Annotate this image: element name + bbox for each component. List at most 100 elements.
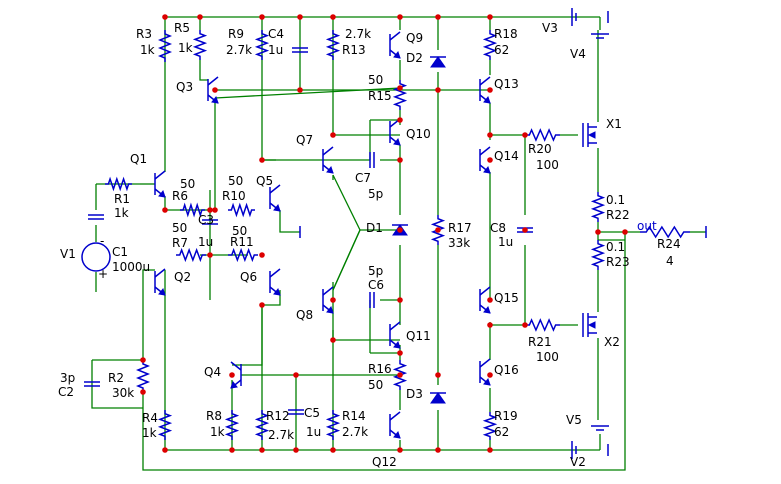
R13-ref: R13 bbox=[342, 43, 366, 57]
R2-symbol bbox=[135, 360, 151, 392]
wire bbox=[232, 305, 263, 366]
R8-symbol bbox=[224, 410, 240, 440]
C4-value: 1u bbox=[268, 43, 283, 57]
R9-symbol bbox=[254, 30, 270, 60]
D3-ref: D3 bbox=[406, 387, 423, 401]
Q10-ref: Q10 bbox=[406, 127, 431, 141]
junction-dot bbox=[207, 252, 213, 258]
Q16-symbol-arrow bbox=[483, 377, 491, 386]
C6-value: 5p bbox=[368, 264, 383, 278]
R21-ref: R21 bbox=[528, 335, 552, 349]
Q1-ref: Q1 bbox=[130, 152, 147, 166]
junction-dot bbox=[435, 447, 441, 453]
D1-ref: D1 bbox=[366, 221, 383, 235]
Q16-symbol-lead bbox=[479, 358, 491, 368]
R24-ref: R24 bbox=[657, 237, 681, 251]
Q15-symbol-arrow bbox=[483, 305, 491, 314]
V2-symbol bbox=[571, 441, 577, 459]
Q12-ref: Q12 bbox=[372, 455, 397, 469]
R22-symbol bbox=[590, 192, 606, 222]
R5-symbol bbox=[192, 30, 208, 60]
Q8-ref: Q8 bbox=[296, 308, 313, 322]
Q6-symbol-arrow bbox=[273, 287, 281, 296]
Q7-symbol bbox=[322, 146, 334, 174]
Q16-symbol bbox=[479, 358, 491, 386]
R22-ref: R22 bbox=[606, 208, 630, 222]
Q3-symbol-lead bbox=[207, 76, 219, 86]
junction-dot bbox=[487, 132, 493, 138]
C5-value: 1u bbox=[306, 425, 321, 439]
R9-ref: R9 bbox=[228, 27, 244, 41]
Q4-symbol-arrow bbox=[230, 380, 238, 389]
junction-dot bbox=[397, 372, 403, 378]
junction-dot bbox=[487, 372, 493, 378]
Q10-symbol-arrow bbox=[393, 137, 401, 146]
R1-symbol bbox=[105, 176, 132, 192]
C1-ref: C1 bbox=[112, 245, 128, 259]
C7-value: 5p bbox=[368, 187, 383, 201]
V3-ref: V3 bbox=[542, 21, 558, 35]
V4-symbol bbox=[591, 33, 609, 39]
R18-value: 62 bbox=[494, 43, 509, 57]
wire bbox=[332, 174, 361, 291]
R6-ref: R6 bbox=[172, 189, 188, 203]
R2-ref: R2 bbox=[108, 371, 124, 385]
D2-symbol bbox=[430, 56, 446, 68]
Q11-symbol-lead bbox=[389, 321, 401, 331]
Q1-symbol-lead bbox=[154, 170, 166, 180]
junction-dot bbox=[229, 447, 235, 453]
Q1-symbol-arrow bbox=[158, 189, 166, 198]
C3-ref: C3 bbox=[198, 213, 214, 227]
R21-value: 100 bbox=[536, 350, 559, 364]
R17-value: 33k bbox=[448, 236, 470, 250]
Q6-symbol-lead bbox=[269, 268, 281, 278]
R24-value: 4 bbox=[666, 254, 674, 268]
junction-dot bbox=[140, 389, 146, 395]
R15-symbol bbox=[392, 80, 408, 110]
X1-ref: X1 bbox=[606, 117, 622, 131]
R10-ref: R10 bbox=[222, 189, 246, 203]
R14-ref: R14 bbox=[342, 409, 366, 423]
output-label: out bbox=[637, 219, 657, 233]
V5-ref: V5 bbox=[566, 413, 582, 427]
C1-minus: - bbox=[100, 234, 104, 248]
junction-dot bbox=[207, 207, 213, 213]
C1-symbol bbox=[88, 214, 104, 220]
Q3-symbol-arrow bbox=[211, 95, 219, 104]
junction-dot bbox=[397, 85, 403, 91]
junction-dot bbox=[330, 447, 336, 453]
Q7-ref: Q7 bbox=[296, 133, 313, 147]
junction-dot bbox=[330, 297, 336, 303]
junction-dot bbox=[297, 87, 303, 93]
R19-symbol bbox=[482, 412, 498, 440]
junction-dot bbox=[162, 207, 168, 213]
junction-dot bbox=[595, 229, 601, 235]
junction-dot bbox=[259, 302, 265, 308]
Q14-symbol-lead bbox=[479, 146, 491, 156]
R4-ref: R4 bbox=[142, 411, 158, 425]
Q9-symbol-arrow bbox=[393, 50, 401, 59]
labels: R3 1k R5 1k R9 2.7k C4 1u 2.7k R13 Q9 D2… bbox=[58, 21, 681, 469]
junction-dot bbox=[487, 87, 493, 93]
C5-symbol bbox=[288, 409, 304, 415]
R14-value: 2.7k bbox=[342, 425, 368, 439]
Q13-ref: Q13 bbox=[494, 77, 519, 91]
C3-value: 1u bbox=[198, 235, 213, 249]
wire bbox=[279, 210, 300, 233]
Q4-symbol bbox=[230, 361, 242, 389]
junction-dot bbox=[259, 157, 265, 163]
C7-ref: C7 bbox=[355, 171, 371, 185]
R7-ref: R7 bbox=[172, 236, 188, 250]
R19-value: 62 bbox=[494, 425, 509, 439]
junction-dot bbox=[397, 447, 403, 453]
junction-dot bbox=[435, 87, 441, 93]
C6-symbol bbox=[369, 292, 375, 308]
Q3-symbol bbox=[207, 76, 219, 104]
R9-value: 2.7k bbox=[226, 43, 252, 57]
R12-value: 2.7k bbox=[268, 428, 294, 442]
R15-ref: R15 bbox=[368, 89, 392, 103]
R18-ref: R18 bbox=[494, 27, 518, 41]
wire bbox=[91, 360, 143, 409]
C3-symbol bbox=[202, 219, 218, 225]
junction-dot bbox=[397, 157, 403, 163]
